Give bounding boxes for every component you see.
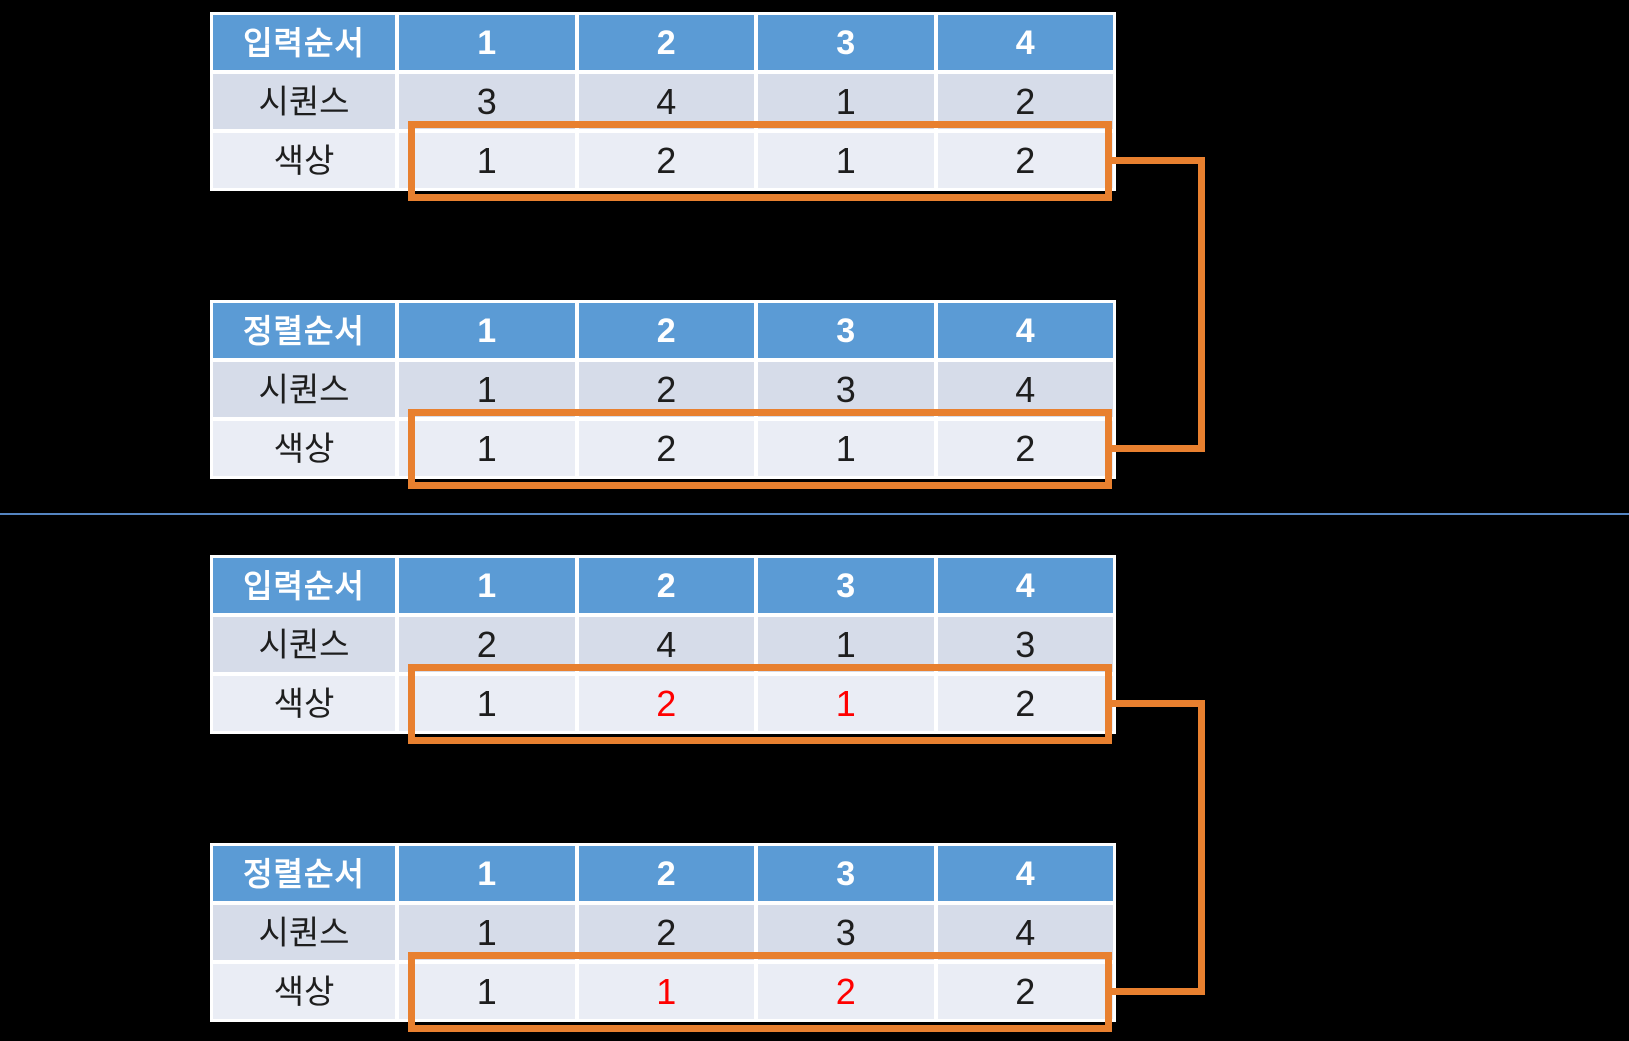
table-cell: 2 xyxy=(578,362,754,417)
table-cell: 1 xyxy=(399,421,575,476)
table-cell: 2 xyxy=(937,964,1113,1019)
table-cell: 1 xyxy=(758,421,934,476)
table-cell: 3 xyxy=(758,905,934,960)
section-divider-line xyxy=(0,513,1629,515)
table-cell: 4 xyxy=(937,362,1113,417)
table-title: 입력순서 xyxy=(213,558,395,613)
column-header: 3 xyxy=(758,303,934,358)
table-input-order-2: 입력순서 1 2 3 4 시퀀스 2 4 1 3 색상 1 2 1 2 xyxy=(210,555,1116,734)
column-header: 1 xyxy=(399,558,575,613)
table-cell: 3 xyxy=(937,617,1113,672)
table-cell: 2 xyxy=(399,617,575,672)
highlight-box-color-row-2 xyxy=(408,409,1112,489)
table-cell: 1 xyxy=(758,133,934,188)
table-cell: 2 xyxy=(578,676,754,731)
table-cell: 1 xyxy=(399,905,575,960)
table-cell: 1 xyxy=(758,676,934,731)
column-header: 2 xyxy=(578,303,754,358)
table-cell: 2 xyxy=(578,905,754,960)
row-label-color: 색상 xyxy=(213,421,395,476)
column-header: 3 xyxy=(758,558,934,613)
row-label-sequence: 시퀀스 xyxy=(213,362,395,417)
table-cell: 3 xyxy=(399,74,575,129)
table-cell: 3 xyxy=(758,362,934,417)
column-header: 1 xyxy=(399,15,575,70)
column-header: 3 xyxy=(758,846,934,901)
connector-bracket-top-pair xyxy=(1112,157,1205,452)
table-cell: 4 xyxy=(578,617,754,672)
table-cell: 4 xyxy=(937,905,1113,960)
row-label-color: 색상 xyxy=(213,964,395,1019)
table-cell: 4 xyxy=(578,74,754,129)
table-title: 정렬순서 xyxy=(213,303,395,358)
table-cell: 2 xyxy=(937,421,1113,476)
table-cell: 2 xyxy=(758,964,934,1019)
column-header: 4 xyxy=(937,303,1113,358)
row-label-color: 색상 xyxy=(213,676,395,731)
column-header: 4 xyxy=(937,558,1113,613)
table-sorted-order-2: 정렬순서 1 2 3 4 시퀀스 1 2 3 4 색상 1 1 2 2 xyxy=(210,843,1116,1022)
table-cell: 1 xyxy=(758,617,934,672)
table-cell: 1 xyxy=(758,74,934,129)
column-header: 4 xyxy=(937,846,1113,901)
table-input-order-1: 입력순서 1 2 3 4 시퀀스 3 4 1 2 색상 1 2 1 2 xyxy=(210,12,1116,191)
table-cell: 2 xyxy=(937,133,1113,188)
row-label-color: 색상 xyxy=(213,133,395,188)
table-cell: 2 xyxy=(578,133,754,188)
table-cell: 2 xyxy=(937,676,1113,731)
column-header: 2 xyxy=(578,15,754,70)
column-header: 1 xyxy=(399,846,575,901)
highlight-box-color-row-1 xyxy=(408,121,1112,201)
highlight-box-color-row-4 xyxy=(408,952,1112,1032)
column-header: 2 xyxy=(578,846,754,901)
table-sorted-order-1: 정렬순서 1 2 3 4 시퀀스 1 2 3 4 색상 1 2 1 2 xyxy=(210,300,1116,479)
table-cell: 2 xyxy=(578,421,754,476)
table-title: 입력순서 xyxy=(213,15,395,70)
row-label-sequence: 시퀀스 xyxy=(213,617,395,672)
table-title: 정렬순서 xyxy=(213,846,395,901)
connector-bracket-bottom-pair xyxy=(1112,700,1205,995)
table-cell: 1 xyxy=(399,133,575,188)
table-cell: 1 xyxy=(399,964,575,1019)
row-label-sequence: 시퀀스 xyxy=(213,905,395,960)
table-cell: 1 xyxy=(399,362,575,417)
table-cell: 2 xyxy=(937,74,1113,129)
highlight-box-color-row-3 xyxy=(408,664,1112,744)
table-cell: 1 xyxy=(399,676,575,731)
table-cell: 1 xyxy=(578,964,754,1019)
column-header: 2 xyxy=(578,558,754,613)
column-header: 1 xyxy=(399,303,575,358)
row-label-sequence: 시퀀스 xyxy=(213,74,395,129)
column-header: 4 xyxy=(937,15,1113,70)
column-header: 3 xyxy=(758,15,934,70)
